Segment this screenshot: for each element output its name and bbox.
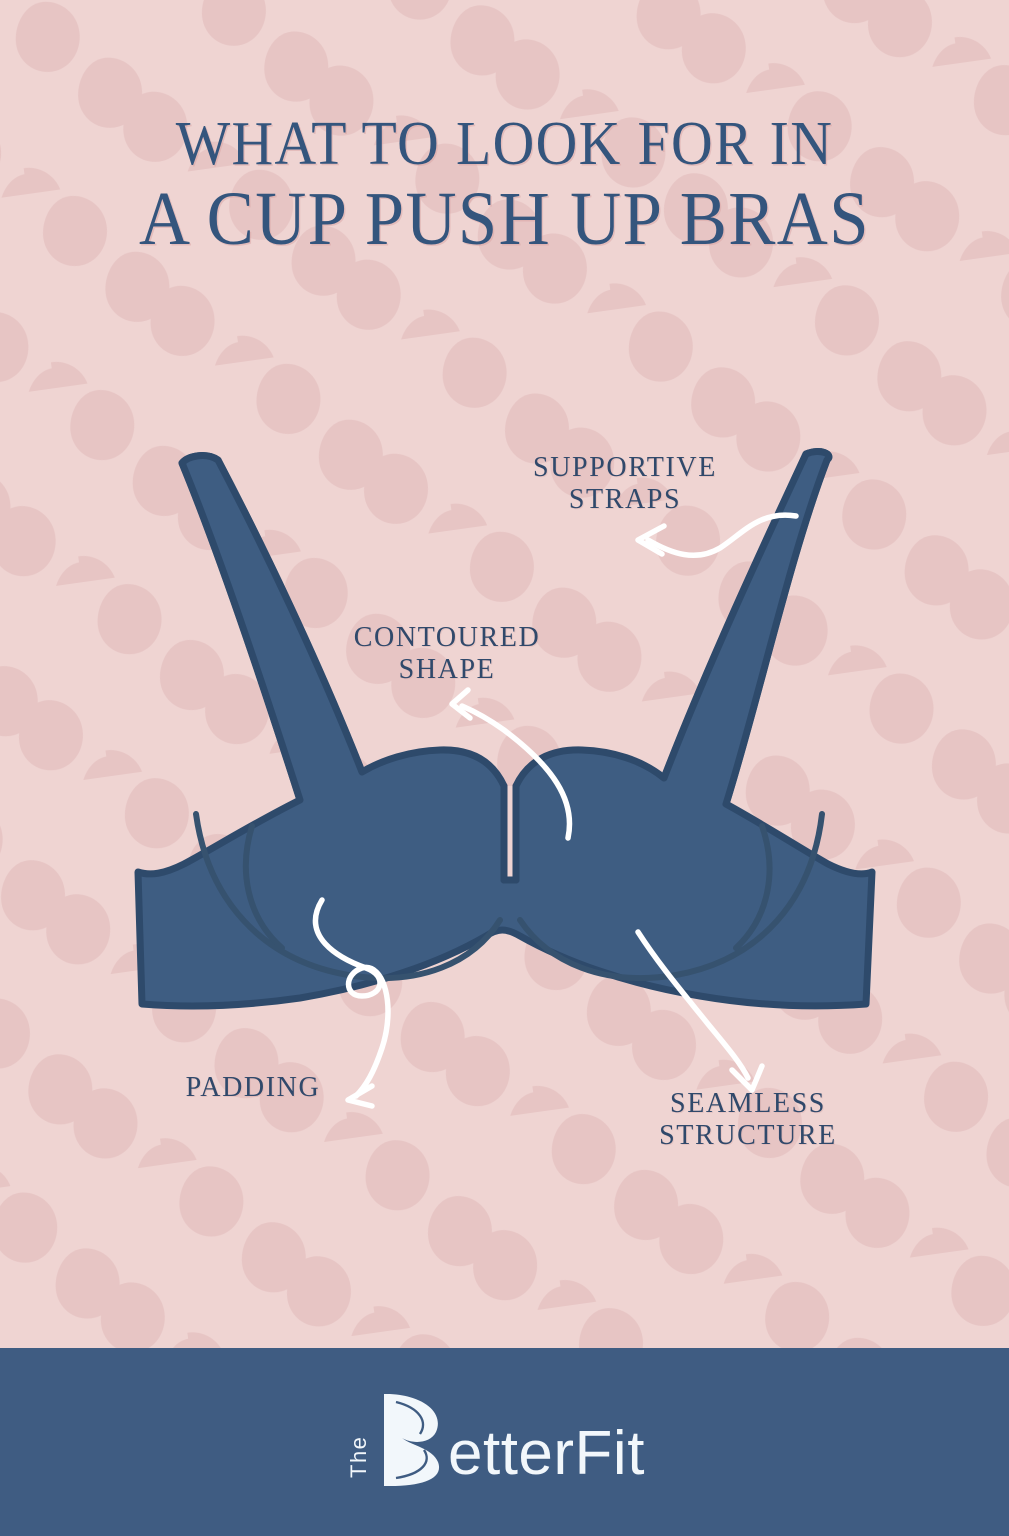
annotation-padding: PADDING bbox=[140, 1072, 366, 1104]
title-line-2: A CUP PUSH UP BRAS bbox=[139, 177, 870, 261]
thebetterfit-logo[interactable]: The etterFit bbox=[340, 1382, 670, 1502]
logo-b-bra-glyph bbox=[383, 1394, 439, 1486]
logo-etterfit-text: etterFit bbox=[448, 1419, 645, 1488]
annotation-seamless-structure-line2: STRUCTURE bbox=[659, 1120, 837, 1152]
poster-title: WHAT TO LOOK FOR IN A CUP PUSH UP BRAS bbox=[0, 112, 1009, 260]
annotation-contoured-shape-line2: SHAPE bbox=[398, 654, 496, 686]
logo-the-text: The bbox=[346, 1436, 371, 1478]
svg-text:The: The bbox=[346, 1436, 371, 1478]
annotation-supportive-straps: SUPPORTIVE STRAPS bbox=[500, 452, 750, 517]
annotation-supportive-straps-line2: STRAPS bbox=[568, 484, 682, 516]
annotation-seamless-structure: SEAMLESS STRUCTURE bbox=[608, 1088, 888, 1153]
annotation-contoured-shape: CONTOURED SHAPE bbox=[320, 622, 574, 687]
annotation-padding-line1: PADDING bbox=[185, 1072, 321, 1103]
footer-band: The etterFit bbox=[0, 1348, 1009, 1536]
title-line-1: WHAT TO LOOK FOR IN bbox=[175, 110, 834, 178]
annotation-contoured-shape-line1: CONTOURED bbox=[353, 622, 541, 653]
annotation-seamless-structure-line1: SEAMLESS bbox=[670, 1088, 826, 1119]
annotation-supportive-straps-line1: SUPPORTIVE bbox=[533, 452, 717, 483]
